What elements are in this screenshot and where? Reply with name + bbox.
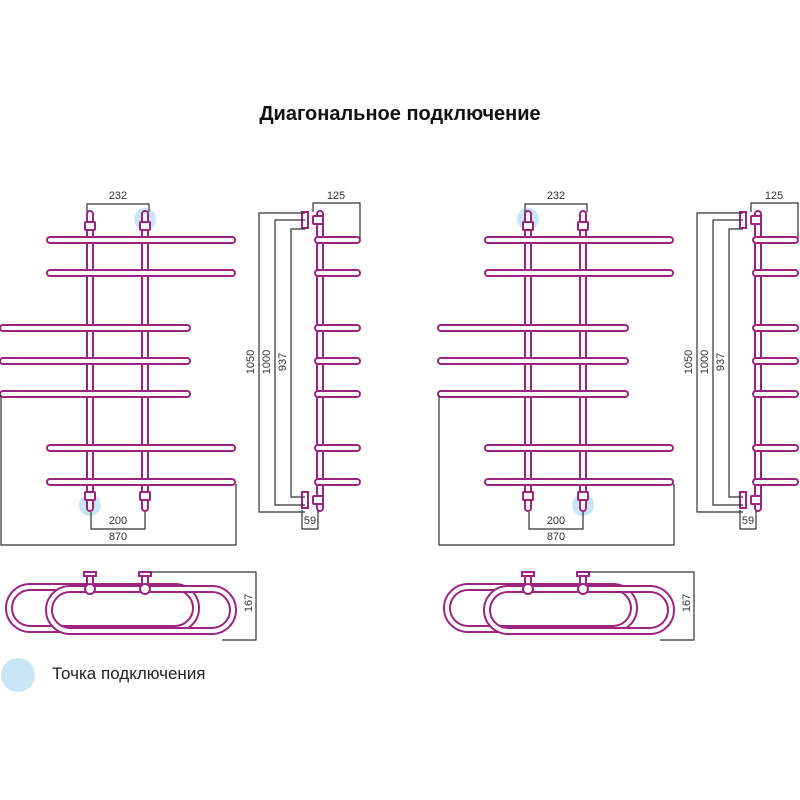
dim-bottom-depth: 167: [243, 594, 255, 612]
dim-bottom-spacing: 200: [109, 515, 127, 527]
dim-depth: 125: [327, 190, 345, 202]
bottom-bracket: [83, 571, 97, 577]
bottom-loop: [443, 583, 638, 633]
valve-fitting: [522, 221, 534, 231]
dim-height-total: 1050: [245, 350, 257, 374]
dim-line-167: [151, 571, 257, 641]
dim-line-125: [750, 202, 799, 238]
bottom-fitting: [522, 583, 534, 595]
dim-line-167: [589, 571, 695, 641]
dim-line-59: [301, 510, 319, 530]
legend-label: Точка подключения: [52, 664, 206, 683]
bottom-loop-inner: [485, 587, 673, 633]
bottom-loop: [45, 585, 237, 635]
valve-fitting: [139, 221, 151, 231]
bottom-fitting: [84, 583, 96, 595]
dim-line-59: [739, 510, 757, 530]
valve-fitting: [522, 491, 534, 501]
side-fitting: [312, 215, 324, 225]
bottom-loop-inner: [445, 585, 636, 631]
dim-bottom-spacing: 200: [547, 515, 565, 527]
dim-line-1000: [274, 219, 305, 506]
bottom-fitting: [577, 583, 589, 595]
bottom-bracket: [138, 571, 152, 577]
side-fitting: [312, 495, 324, 505]
page-title: Диагональное подключение: [259, 103, 541, 125]
bottom-fitting: [139, 583, 151, 595]
dim-height-inner: 937: [277, 353, 289, 371]
dim-top-spacing: 232: [109, 190, 127, 202]
dim-line-top: [86, 203, 150, 212]
dim-total-width: 870: [109, 531, 127, 543]
dim-bottom-depth: 167: [681, 594, 693, 612]
dim-top-spacing: 232: [547, 190, 565, 202]
valve-fitting: [84, 221, 96, 231]
side-fitting: [750, 215, 762, 225]
dim-line-937: [728, 228, 743, 498]
valve-fitting: [577, 491, 589, 501]
dim-line-1050: [258, 212, 305, 513]
diagram-left: 232 200 870 125 59 1050 1000 937 167: [0, 190, 361, 641]
dim-line-937: [290, 228, 305, 498]
wall-bracket: [301, 491, 309, 509]
dim-depth: 125: [765, 190, 783, 202]
dim-line-1050: [696, 212, 743, 513]
valve-fitting: [84, 491, 96, 501]
side-fitting: [750, 495, 762, 505]
dim-line-top: [524, 203, 588, 212]
valve-fitting: [577, 221, 589, 231]
dim-line-1000: [712, 219, 743, 506]
dim-line-bottom: [528, 512, 584, 530]
dim-height-inner: 937: [715, 353, 727, 371]
bottom-loop: [5, 583, 200, 633]
dim-line-bottom: [90, 512, 146, 530]
bottom-loop-inner: [47, 587, 235, 633]
dim-line-width: [0, 395, 237, 546]
bottom-loop: [483, 585, 675, 635]
bottom-loop-inner: [7, 585, 198, 631]
dim-height-mid: 1000: [699, 350, 711, 374]
dim-height-mid: 1000: [261, 350, 273, 374]
dim-height-total: 1050: [683, 350, 695, 374]
bottom-bracket: [521, 571, 535, 577]
wall-bracket: [739, 491, 747, 509]
diagram-right: 232 200 870 125 59 1050 1000 937 167: [437, 190, 799, 641]
dim-wall-offset: 59: [742, 515, 754, 527]
dim-total-width: 870: [547, 531, 565, 543]
connection-point-legend-icon: [1, 658, 35, 692]
dim-line-width: [438, 395, 675, 546]
valve-fitting: [139, 491, 151, 501]
dim-line-125: [312, 202, 361, 238]
bottom-bracket: [576, 571, 590, 577]
dim-wall-offset: 59: [304, 515, 316, 527]
